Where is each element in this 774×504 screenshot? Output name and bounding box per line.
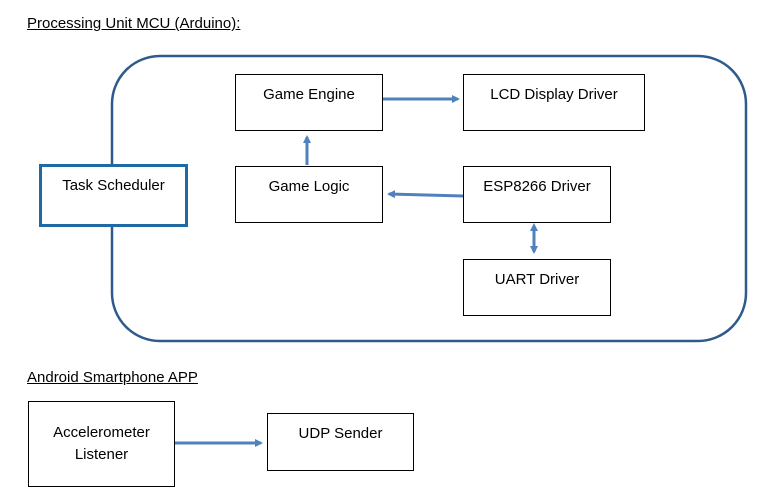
mcu-section-heading: Processing Unit MCU (Arduino): — [27, 15, 241, 32]
esp8266-driver-label: ESP8266 Driver — [483, 178, 591, 195]
uart-driver-block: UART Driver — [463, 259, 611, 316]
udp-sender-block: UDP Sender — [267, 413, 414, 471]
android-section-heading: Android Smartphone APP — [27, 369, 198, 386]
accelerometer-listener-label-line2: Listener — [74, 446, 129, 463]
task-scheduler-label: Task Scheduler — [62, 177, 165, 194]
udp-sender-label: UDP Sender — [298, 425, 383, 442]
game-engine-label: Game Engine — [263, 86, 355, 103]
game-engine-block: Game Engine — [235, 74, 383, 131]
uart-driver-label: UART Driver — [494, 271, 580, 288]
game-logic-block: Game Logic — [235, 166, 383, 223]
accelerometer-listener-label-line1: Accelerometer — [53, 424, 150, 442]
accelerometer-listener-block: Accelerometer Listener — [28, 401, 175, 487]
arrow-esp-to-logic — [387, 190, 464, 199]
lcd-display-driver-label: LCD Display Driver — [490, 86, 618, 103]
lcd-display-driver-block: LCD Display Driver — [463, 74, 645, 131]
task-scheduler-block: Task Scheduler — [39, 164, 188, 227]
esp8266-driver-block: ESP8266 Driver — [463, 166, 611, 223]
game-logic-label: Game Logic — [268, 178, 350, 195]
